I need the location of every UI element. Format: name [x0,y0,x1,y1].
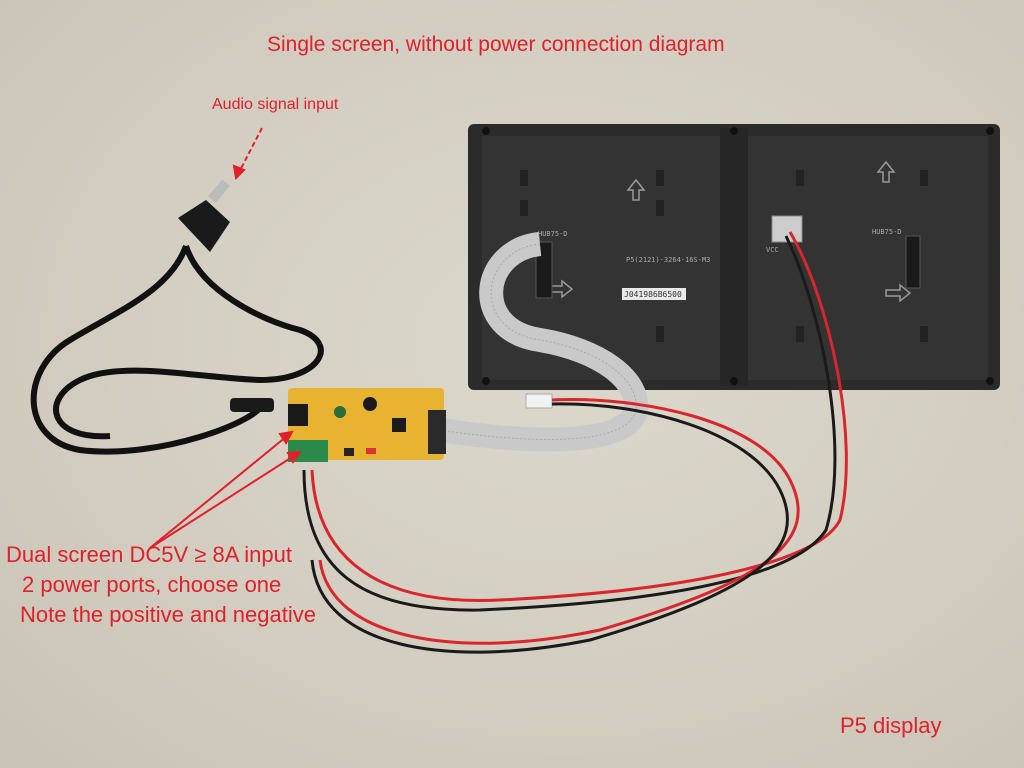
panel-model-label: P5(2121)-3264-16S-M3 [626,256,710,264]
audio-input-label: Audio signal input [212,96,339,113]
power-note: Dual screen DC5V ≥ 8A input 2 power port… [6,540,316,630]
connector-right-label: HUB75-D [872,228,902,236]
power-line-2: 2 power ports, choose one [22,572,282,597]
up-arrow-icon [876,160,896,183]
controller-board [288,388,446,462]
annotation-arrows [149,127,303,549]
power-line-3: Note the positive and negative [20,602,316,627]
vcc-label: VCC [766,246,779,254]
power-plug [525,393,553,409]
up-arrow-icon [626,178,646,201]
diagram-title: Single screen, without power connection … [267,33,725,56]
panel-sticker-label: J041986B6500 [624,290,682,299]
right-arrow-icon [885,283,912,303]
audio-cable [30,179,324,455]
connector-left-label: HUB75-D [538,230,568,238]
power-wires [302,231,848,654]
power-line-1: Dual screen DC5V ≥ 8A input [6,542,292,567]
display-label: P5 display [840,713,942,738]
